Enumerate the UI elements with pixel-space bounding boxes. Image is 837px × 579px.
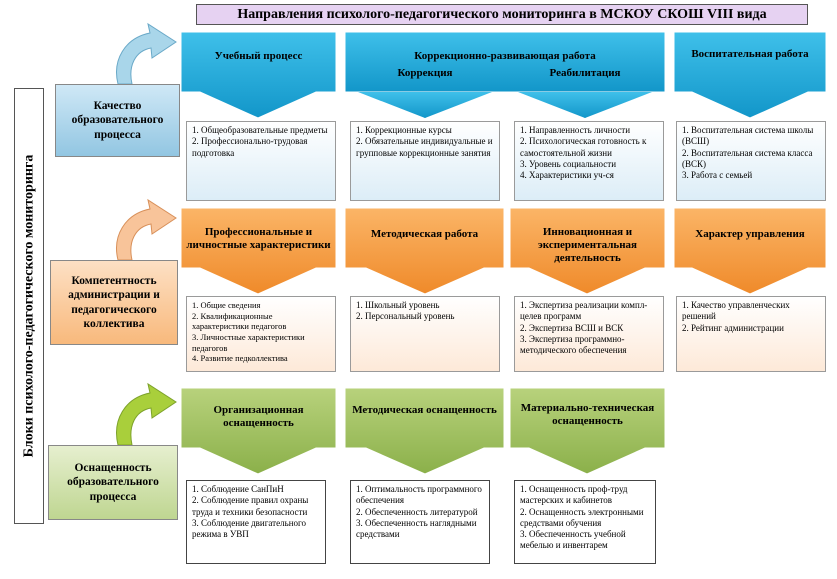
list-professional: 1. Общие сведения 2. Квалификационные ха… bbox=[186, 296, 336, 372]
down-arrow-correction bbox=[344, 31, 666, 118]
header-management: Характер управления bbox=[695, 228, 805, 240]
list-item: 3. Обеспеченность учебной мебелью и инве… bbox=[520, 529, 626, 551]
list-management: 1. Качество управленческих решений 2. Ре… bbox=[676, 296, 826, 372]
list-item: 3. Обеспеченность наглядными средствами bbox=[356, 517, 477, 539]
list-item: 4. Характеристики уч-ся bbox=[520, 170, 614, 180]
curved-arrow-orange bbox=[116, 198, 177, 261]
list-item: 2. Рейтинг администрации bbox=[682, 322, 784, 333]
list-rehabilitation: 1. Направленность личности 2. Психологич… bbox=[514, 121, 664, 201]
down-arrow-organizational bbox=[180, 387, 337, 475]
vertical-label-text: Блоки психолого-педагогического монитори… bbox=[21, 154, 37, 458]
list-item: 2. Обязательные индивидуальные и группов… bbox=[356, 136, 493, 158]
list-item: 1. Школьный уровень bbox=[356, 300, 440, 310]
side-label-equipment: Оснащенность образовательного процесса bbox=[48, 445, 178, 520]
list-material: 1. Оснащенность проф-труд мастерских и к… bbox=[514, 480, 656, 564]
header-methodical-equip: Методическая оснащенность bbox=[352, 404, 497, 416]
list-innovation: 1. Экспертиза реализации компл-целев про… bbox=[514, 296, 664, 372]
list-item: 1. Воспитательная система школы (ВСШ) bbox=[682, 125, 814, 147]
list-item: 1. Направленность личности bbox=[520, 125, 631, 135]
curved-arrow-blue bbox=[116, 22, 177, 85]
list-item: 1. Общие сведения bbox=[192, 300, 261, 310]
header-professional: Профессиональные и личностные характерис… bbox=[186, 226, 331, 252]
list-item: 3. Уровень социальности bbox=[520, 158, 617, 169]
list-correction: 1. Коррекционные курсы 2. Обязательные и… bbox=[350, 121, 500, 201]
list-item: 1. Соблюдение СанПиН bbox=[192, 484, 284, 494]
header-learning: Учебный процесс bbox=[214, 50, 303, 62]
list-item: 2. Профессионально-трудовая подготовка bbox=[192, 136, 308, 158]
down-arrow-learning bbox=[180, 31, 337, 119]
list-item: 3. Экспертиза программно-методического о… bbox=[520, 333, 627, 355]
list-item: 3. Соблюдение двигательного режима в УВП bbox=[192, 517, 306, 539]
vertical-label: Блоки психолого-педагогического монитори… bbox=[14, 88, 44, 524]
list-item: 1. Оснащенность проф-труд мастерских и к… bbox=[520, 484, 628, 506]
list-item: 1. Качество управленческих решений bbox=[682, 300, 790, 322]
subheader-rehabilitation: Реабилитация bbox=[549, 67, 621, 79]
header-methodical: Методическая работа bbox=[370, 228, 479, 240]
list-item: 2. Персональный уровень bbox=[356, 311, 455, 322]
curved-arrow-green bbox=[116, 382, 177, 446]
list-item: 1. Коррекционные курсы bbox=[356, 125, 452, 135]
list-item: 2. Оснащенность электронными средствами … bbox=[520, 506, 644, 528]
list-item: 2. Обеспеченность литературой bbox=[356, 506, 478, 517]
down-arrow-upbringing bbox=[673, 31, 827, 119]
down-arrow-professional bbox=[180, 207, 337, 295]
list-item: 1. Оптимальность программного обеспечени… bbox=[356, 484, 482, 506]
side-label-competence: Компетентность администрации и педагогич… bbox=[50, 260, 178, 345]
list-item: 2. Соблюдение правил охраны труда и техн… bbox=[192, 495, 309, 517]
list-item: 2. Воспитательная система класса (ВСК) bbox=[682, 147, 813, 169]
list-item: 3. Работа с семьей bbox=[682, 170, 753, 180]
down-arrow-innovation bbox=[509, 207, 666, 295]
header-upbringing: Воспитательная работа bbox=[691, 48, 809, 60]
list-organizational: 1. Соблюдение СанПиН 2. Соблюдение прави… bbox=[186, 480, 326, 564]
list-item: 2. Экспертиза ВСШ и ВСК bbox=[520, 322, 624, 333]
list-upbringing: 1. Воспитательная система школы (ВСШ) 2.… bbox=[676, 121, 826, 201]
subheader-correction: Коррекция bbox=[397, 67, 453, 79]
list-learning: 1. Общеобразовательные предметы 2. Профе… bbox=[186, 121, 336, 201]
header-organizational: Организационная оснащенность bbox=[213, 404, 304, 430]
down-arrow-material bbox=[509, 387, 666, 475]
down-arrow-methodical-equip bbox=[344, 387, 505, 475]
list-item: 3. Личностные характеристики педагогов bbox=[192, 331, 305, 353]
list-item: 2. Психологическая готовность к самостоя… bbox=[520, 136, 647, 158]
list-methodical-equip: 1. Оптимальность программного обеспечени… bbox=[350, 480, 490, 564]
down-arrow-management bbox=[673, 207, 827, 295]
header-material: Материально-техническая оснащенность bbox=[520, 402, 655, 428]
list-item: 4. Развитие педколлектива bbox=[192, 353, 288, 364]
down-arrow-methodical bbox=[344, 207, 505, 295]
header-correction: Коррекционно-развивающая работа bbox=[414, 50, 596, 62]
page-title: Направления психолого-педагогического мо… bbox=[196, 4, 808, 25]
list-methodical: 1. Школьный уровень 2. Персональный уров… bbox=[350, 296, 500, 372]
list-item: 1. Экспертиза реализации компл-целев про… bbox=[520, 300, 648, 322]
header-innovation: Инновационная и экспериментальная деятел… bbox=[538, 226, 637, 265]
list-item: 2. Квалификационные характеристики педаг… bbox=[192, 310, 287, 332]
list-item: 1. Общеобразовательные предметы bbox=[192, 125, 328, 135]
side-label-quality: Качество образовательного процесса bbox=[55, 84, 180, 157]
